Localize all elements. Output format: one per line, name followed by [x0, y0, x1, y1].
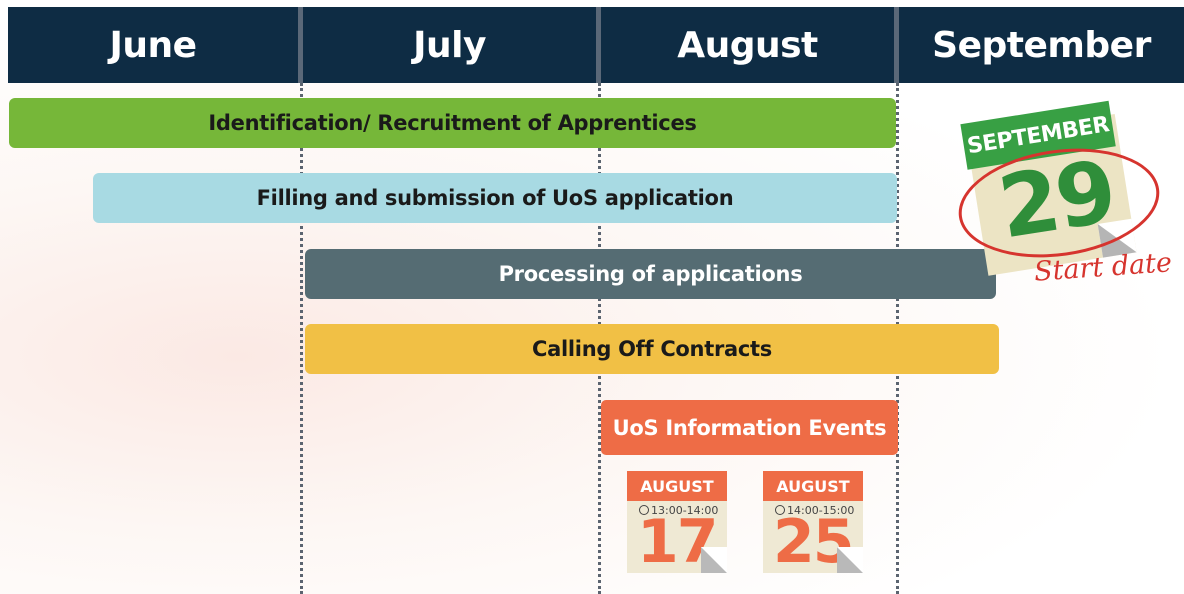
calendar-month: AUGUST: [627, 471, 727, 501]
month-august: August: [677, 24, 818, 66]
month-september: September: [932, 24, 1151, 66]
event-time: 13:00-14:00: [639, 504, 718, 517]
month-separator: [596, 7, 601, 83]
clock-icon: [639, 505, 649, 515]
activity-bar-recruitment: Identification/ Recruitment of Apprentic…: [9, 98, 896, 148]
page-curl-icon: [837, 547, 863, 573]
activity-bar-application: Filling and submission of UoS applicatio…: [93, 173, 897, 223]
month-separator: [894, 7, 899, 83]
event-calendar: AUGUST 14:00-15:00 25: [763, 471, 863, 577]
calendar-month: AUGUST: [763, 471, 863, 501]
month-july: July: [413, 24, 486, 66]
clock-icon: [775, 505, 785, 515]
month-divider-line: [300, 83, 303, 594]
event-time: 14:00-15:00: [775, 504, 854, 517]
activity-bar-processing: Processing of applications: [305, 249, 996, 299]
month-separator: [298, 7, 303, 83]
month-june: June: [109, 24, 197, 66]
activity-bar-info-events: UoS Information Events: [601, 400, 898, 455]
event-time-text: 13:00-14:00: [651, 504, 719, 517]
activity-bar-contracts: Calling Off Contracts: [305, 324, 999, 374]
event-time-text: 14:00-15:00: [787, 504, 855, 517]
event-calendar: AUGUST 13:00-14:00 17: [627, 471, 727, 577]
page-curl-icon: [701, 547, 727, 573]
